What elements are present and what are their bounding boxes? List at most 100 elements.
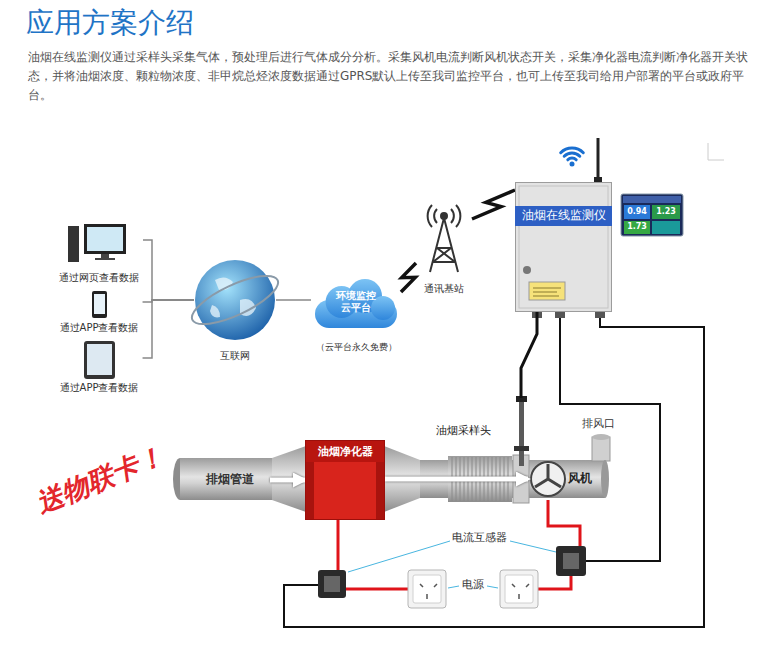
socket-face bbox=[505, 575, 533, 603]
duct-section-label: 排烟管道 bbox=[190, 462, 270, 496]
wifi-dot bbox=[570, 162, 575, 167]
signal-tower-icon bbox=[428, 205, 461, 272]
ct-core bbox=[563, 553, 579, 569]
purifier-side bbox=[376, 462, 384, 519]
internet-globe: 互联网 bbox=[194, 258, 276, 364]
duct-end bbox=[601, 460, 609, 498]
screen-header bbox=[623, 196, 681, 203]
node-text: 通讯基站 bbox=[424, 283, 464, 295]
flow-arrow bbox=[270, 478, 305, 483]
fan-unit: 风机 bbox=[528, 460, 600, 498]
node-text: 油烟净化器 bbox=[318, 445, 373, 458]
screen-cell bbox=[624, 205, 650, 219]
tower-top bbox=[441, 213, 447, 219]
part-label: 电流互感器 bbox=[452, 531, 507, 544]
computer-icon bbox=[68, 224, 126, 262]
monitor-stand bbox=[101, 254, 109, 258]
screen-value: 0.94 bbox=[624, 207, 650, 217]
leader-line bbox=[448, 586, 459, 588]
exhaust-outlet bbox=[592, 437, 610, 461]
node-text: 通过APP查看数据 bbox=[60, 382, 139, 394]
node-text: 环境监控 云平台 bbox=[334, 290, 378, 314]
gland bbox=[555, 312, 565, 318]
screen-value: 1.23 bbox=[652, 207, 680, 217]
socket-plate bbox=[408, 570, 446, 608]
node-text: （云平台永久免费） bbox=[316, 342, 397, 353]
leader-line bbox=[510, 541, 556, 552]
tower-frame bbox=[430, 218, 458, 272]
warning-sticker bbox=[529, 282, 565, 300]
cabinet-shape bbox=[515, 182, 612, 312]
base-station: 通讯基站 bbox=[416, 205, 472, 297]
node-text: 风机 bbox=[568, 471, 592, 485]
sticker-lines bbox=[533, 288, 561, 296]
gland bbox=[595, 312, 605, 318]
fan-blades bbox=[535, 464, 561, 487]
phone-body bbox=[92, 291, 107, 318]
part-label: 排风口 bbox=[582, 417, 615, 430]
monitor-cabinet: 油烟在线监测仪 bbox=[515, 182, 612, 312]
leader-lines bbox=[348, 541, 556, 588]
screen-value: 1.73 bbox=[624, 222, 650, 232]
sampling-probe bbox=[514, 396, 529, 466]
page-title: 应用方案介绍 bbox=[26, 6, 194, 40]
current-transformer bbox=[318, 570, 346, 598]
outlet-mouth bbox=[592, 434, 610, 440]
purifier-box: 油烟净化器 bbox=[305, 440, 385, 520]
tablet-screen bbox=[87, 344, 112, 375]
screen-cell bbox=[652, 221, 680, 234]
title-band bbox=[515, 206, 612, 226]
wifi-arc bbox=[561, 148, 584, 153]
monitor-base bbox=[95, 258, 115, 260]
black-wire bbox=[284, 318, 704, 627]
socket-face bbox=[413, 575, 441, 603]
ct-body bbox=[318, 570, 346, 598]
red-wire bbox=[548, 500, 580, 546]
tablet-body bbox=[84, 341, 115, 379]
exhaust-duct bbox=[173, 434, 610, 512]
globe-icon bbox=[186, 260, 284, 340]
ct-core bbox=[324, 576, 340, 592]
monitor bbox=[84, 224, 126, 254]
socket-plate bbox=[500, 570, 538, 608]
node-text: 排烟管道 bbox=[206, 472, 254, 486]
cabinet-door bbox=[519, 186, 608, 308]
signal-wires bbox=[284, 318, 704, 627]
node-text: 油烟采样头 bbox=[436, 424, 491, 437]
sampling-probe-label: 油烟采样头 bbox=[432, 398, 528, 468]
socket-holes bbox=[512, 584, 529, 599]
black-wire bbox=[560, 318, 660, 561]
description-text: 油烟在线监测仪通过采样头采集气体，预处理后进行气体成分分析。采集风机电流判断风机… bbox=[28, 48, 752, 105]
cloud-platform: 环境监控 云平台 （云平台永久免费） bbox=[311, 278, 401, 356]
part-label: 电源 bbox=[462, 578, 484, 591]
purifier-top bbox=[306, 441, 384, 462]
wifi-symbol bbox=[561, 148, 584, 166]
red-wire bbox=[346, 588, 408, 591]
promo-stamp: 送物联卡！ bbox=[31, 440, 168, 521]
purifier-side bbox=[306, 462, 314, 519]
phone-screen bbox=[94, 294, 105, 314]
wireless-bolt bbox=[401, 263, 416, 292]
duct-section bbox=[180, 458, 272, 500]
probe-rod bbox=[519, 400, 524, 466]
phone-icon bbox=[92, 291, 107, 318]
display-screen bbox=[621, 194, 683, 236]
corner-mark bbox=[708, 143, 724, 160]
globe-orbit bbox=[186, 267, 284, 334]
red-wire bbox=[538, 576, 571, 589]
bracket-line bbox=[143, 240, 194, 300]
door-lock bbox=[523, 266, 531, 274]
screen-cell bbox=[624, 221, 650, 234]
wifi-arc bbox=[564, 153, 580, 156]
fan-housing bbox=[531, 462, 565, 496]
node-text: 油烟在线监测仪 bbox=[522, 209, 606, 223]
power-socket bbox=[408, 570, 446, 608]
node-text: 通过APP查看数据 bbox=[60, 322, 139, 334]
tower-waves bbox=[428, 205, 461, 227]
red-wire bbox=[337, 520, 340, 570]
monitor-screen bbox=[87, 227, 123, 251]
pc-tower bbox=[68, 226, 79, 262]
device-label: 通过APP查看数据 bbox=[56, 340, 143, 396]
socket-holes bbox=[420, 584, 437, 599]
probe-cable bbox=[521, 312, 537, 398]
